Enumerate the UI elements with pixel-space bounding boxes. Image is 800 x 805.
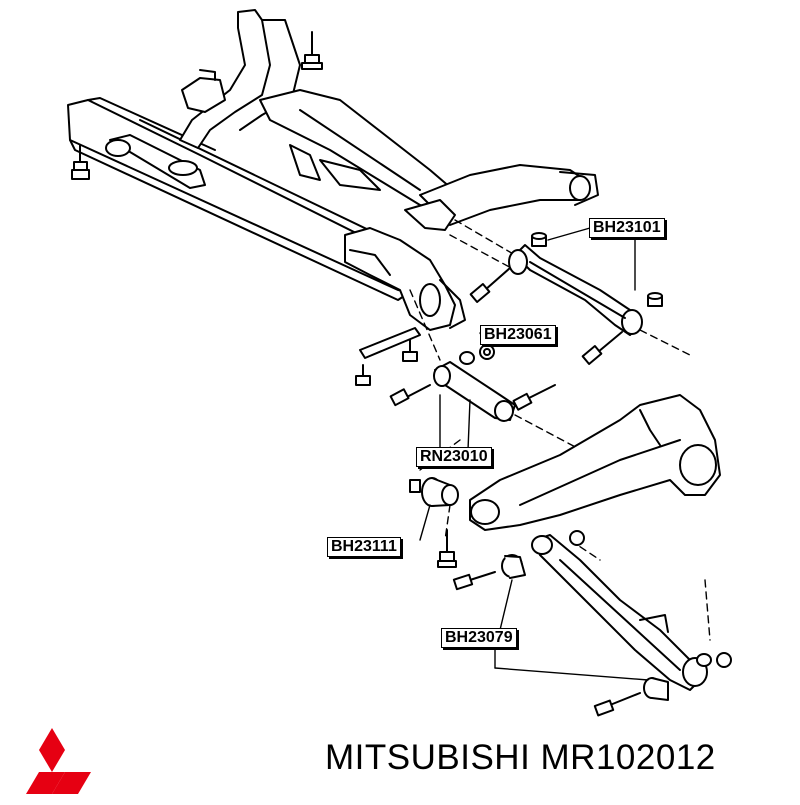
subframe-rear-bracket	[344, 199, 466, 331]
bushing-bolt	[437, 529, 457, 568]
stabilizer-strap	[359, 327, 421, 359]
lower-arm-bushing-bottom	[643, 677, 669, 701]
strap-bolts	[355, 339, 418, 386]
brand-name: MITSUBISHI	[325, 738, 531, 777]
subframe-left-rail	[179, 9, 301, 149]
washer-bh23061	[459, 344, 495, 365]
subframe-cross-member	[67, 97, 421, 301]
trailing-arm	[469, 394, 721, 531]
subframe-right-rail	[419, 164, 599, 226]
assembly-lines	[409, 219, 711, 641]
callout-rn23010: RN23010	[416, 447, 492, 467]
upper-control-arm	[508, 244, 643, 336]
upper-arm-nut-right	[647, 292, 663, 307]
callout-bh23111: BH23111	[327, 537, 401, 557]
footer-caption: MITSUBISHI MR102012	[325, 738, 795, 778]
lower-arm-bushing-top	[501, 554, 526, 579]
subframe-bolt-top	[301, 31, 323, 70]
lateral-link-bolt-left	[389, 384, 431, 407]
leader-lines	[419, 227, 649, 681]
lateral-link	[433, 361, 516, 422]
upper-arm-nut-top	[531, 232, 547, 247]
subframe-bolt-left	[71, 144, 90, 180]
lower-arm	[531, 534, 708, 691]
lateral-link-bolt-right	[512, 384, 556, 411]
lower-arm-bolts	[452, 530, 732, 717]
upper-arm-bolt-right	[581, 331, 623, 365]
part-number: MR102012	[540, 738, 716, 777]
callout-bh23079: BH23079	[441, 628, 517, 648]
three-diamond-logo-icon	[26, 728, 91, 794]
callout-bh23101: BH23101	[589, 218, 665, 238]
upper-arm-bolt-left	[469, 267, 511, 303]
callout-bh23061: BH23061	[480, 325, 556, 345]
trailing-arm-bushing	[409, 477, 459, 507]
subframe-longitudinal-beam	[259, 89, 466, 216]
